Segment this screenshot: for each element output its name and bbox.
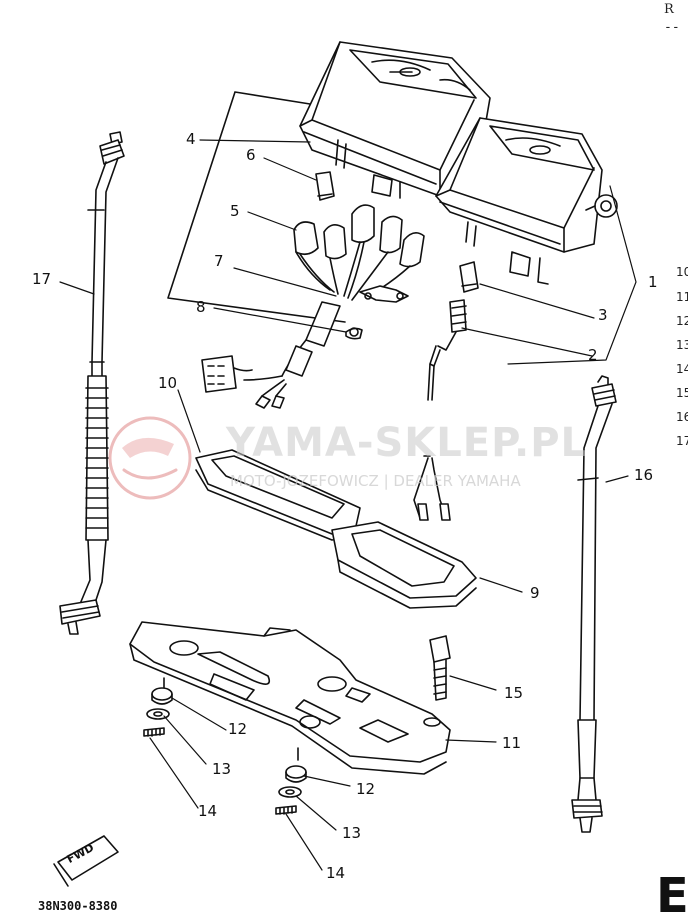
page-header-rule: -- [664, 20, 680, 35]
edge-number: 10 [676, 265, 688, 279]
callout-5: 5 [230, 202, 240, 220]
bulb-3 [459, 261, 479, 293]
watermark-logo [108, 416, 192, 500]
callout-10: 10 [158, 374, 178, 392]
bulb-6 [315, 171, 335, 201]
edge-number: 16 [676, 410, 688, 424]
diagram-part-code: 38N300-8380 [38, 899, 118, 913]
mount-hardware-left [143, 677, 173, 737]
callout-13-right: 13 [342, 824, 362, 842]
section-letter: E [656, 868, 688, 924]
callout-15: 15 [504, 684, 524, 702]
edge-number: 15 [676, 386, 688, 400]
callout-4: 4 [186, 130, 196, 148]
callout-14-left: 14 [198, 802, 218, 820]
callout-2: 2 [588, 346, 598, 364]
edge-number: 13 [676, 338, 688, 352]
leader-lines [59, 139, 637, 871]
gasket-9 [331, 521, 477, 609]
callout-3: 3 [598, 306, 608, 324]
callout-12-left: 12 [228, 720, 248, 738]
meter-lead [413, 299, 467, 521]
edge-number: 17 [676, 434, 688, 448]
callout-12-right: 12 [356, 780, 376, 798]
wire-harness [201, 204, 425, 409]
callout-8: 8 [196, 298, 206, 316]
mount-hardware-right [275, 747, 307, 815]
page-header-fragment: R [664, 2, 674, 17]
edge-number: 12 [676, 314, 688, 328]
gasket-10 [195, 449, 361, 541]
bracket-4 [167, 91, 346, 323]
edge-number: 11 [676, 290, 688, 304]
callout-7: 7 [214, 252, 224, 270]
callout-11: 11 [502, 734, 522, 752]
callout-17: 17 [32, 270, 52, 288]
callout-9: 9 [530, 584, 540, 602]
callout-14-right: 14 [326, 864, 346, 882]
callout-16: 16 [634, 466, 654, 484]
edge-number: 14 [676, 362, 688, 376]
meter-bracket [129, 621, 451, 775]
bolt-15 [429, 635, 451, 701]
tachometer-cable [571, 375, 617, 833]
fwd-arrow-icon [53, 835, 119, 887]
speedometer-cable [59, 131, 125, 635]
tachometer-housing [435, 117, 618, 285]
callout-1: 1 [648, 273, 658, 291]
callout-13-left: 13 [212, 760, 232, 778]
callout-6: 6 [246, 146, 256, 164]
